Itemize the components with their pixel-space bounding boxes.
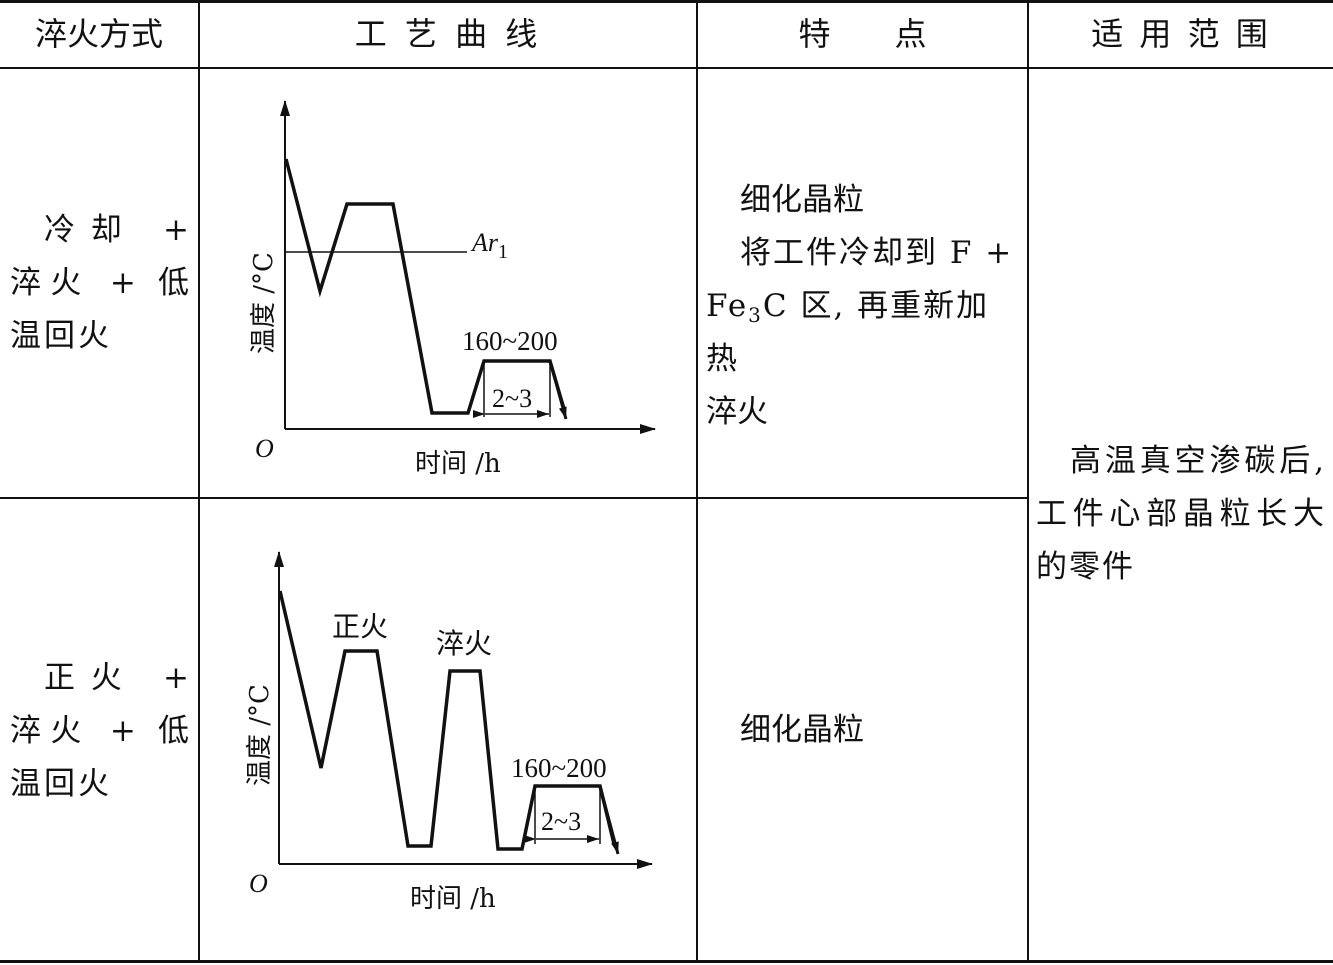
temperature-range-label: 160~200 xyxy=(511,753,607,783)
column-divider-2 xyxy=(696,0,698,962)
y-axis-label: 温度 /°C xyxy=(245,684,275,786)
hold-time-label: 2~3 xyxy=(492,384,532,413)
hold-time-label: 2~3 xyxy=(541,807,581,836)
header-features: 特 点 xyxy=(798,15,927,53)
cooling-arrow xyxy=(548,360,568,420)
fe-text: Fe xyxy=(706,288,749,324)
features-cell-row2: 细化晶粒 xyxy=(740,712,864,748)
features-row1-line4: 淬火 xyxy=(706,394,768,430)
features-row1-line3: Fe3C 区, 再重新加热 xyxy=(706,280,1021,386)
features-row1-line1: 细化晶粒 xyxy=(740,182,864,218)
temperature-range-label: 160~200 xyxy=(462,326,558,356)
ar1-label: Ar1 xyxy=(470,228,508,263)
header-bottom-rule xyxy=(0,67,1333,69)
features-row1-line2: 将工件冷却到 F + xyxy=(740,235,1014,271)
column-divider-3 xyxy=(1027,0,1029,962)
fe-subscript: 3 xyxy=(748,303,763,327)
features-cell-row1: 细化晶粒 将工件冷却到 F + Fe3C 区, 再重新加热 淬火 xyxy=(706,174,1021,439)
table-bottom-rule xyxy=(0,960,1333,963)
quenching-label: 淬火 xyxy=(436,627,492,660)
method-cell-row1: 冷却 + 淬火 + 低温回火 xyxy=(10,212,192,354)
table-top-rule xyxy=(0,0,1333,3)
row-divider xyxy=(0,497,1028,499)
header-method: 淬火方式 xyxy=(34,15,163,53)
x-axis-label: 时间 /h xyxy=(410,884,496,914)
header-process-curve: 工 艺 曲 线 xyxy=(354,15,542,53)
origin-label: O xyxy=(249,869,268,898)
features-row1-line3-rest: C 区, 再重新加热 xyxy=(706,288,990,377)
process-curve-chart-2: 正火 淬火 温度 /°C 时间 /h O 160~200 2~3 xyxy=(245,551,653,914)
y-axis-label: 温度 /°C xyxy=(249,252,279,354)
process-curve-chart-1: 温度 /°C 时间 /h O Ar1 160~200 2~3 xyxy=(249,100,656,479)
header-scope: 适 用 范 围 xyxy=(1091,15,1271,53)
ar-text: Ar xyxy=(470,228,499,257)
column-divider-1 xyxy=(198,0,200,962)
process-curve xyxy=(284,158,566,415)
ar-subscript: 1 xyxy=(498,241,508,263)
method-cell-row2: 正火 + 淬火 + 低温回火 xyxy=(10,660,192,802)
origin-label: O xyxy=(255,434,274,463)
scope-cell: 高温真空渗碳后, 工件心部晶粒长大的零件 xyxy=(1036,443,1326,585)
cooling-arrow xyxy=(598,785,620,855)
normalizing-label: 正火 xyxy=(332,610,388,643)
x-axis-label: 时间 /h xyxy=(415,449,501,479)
